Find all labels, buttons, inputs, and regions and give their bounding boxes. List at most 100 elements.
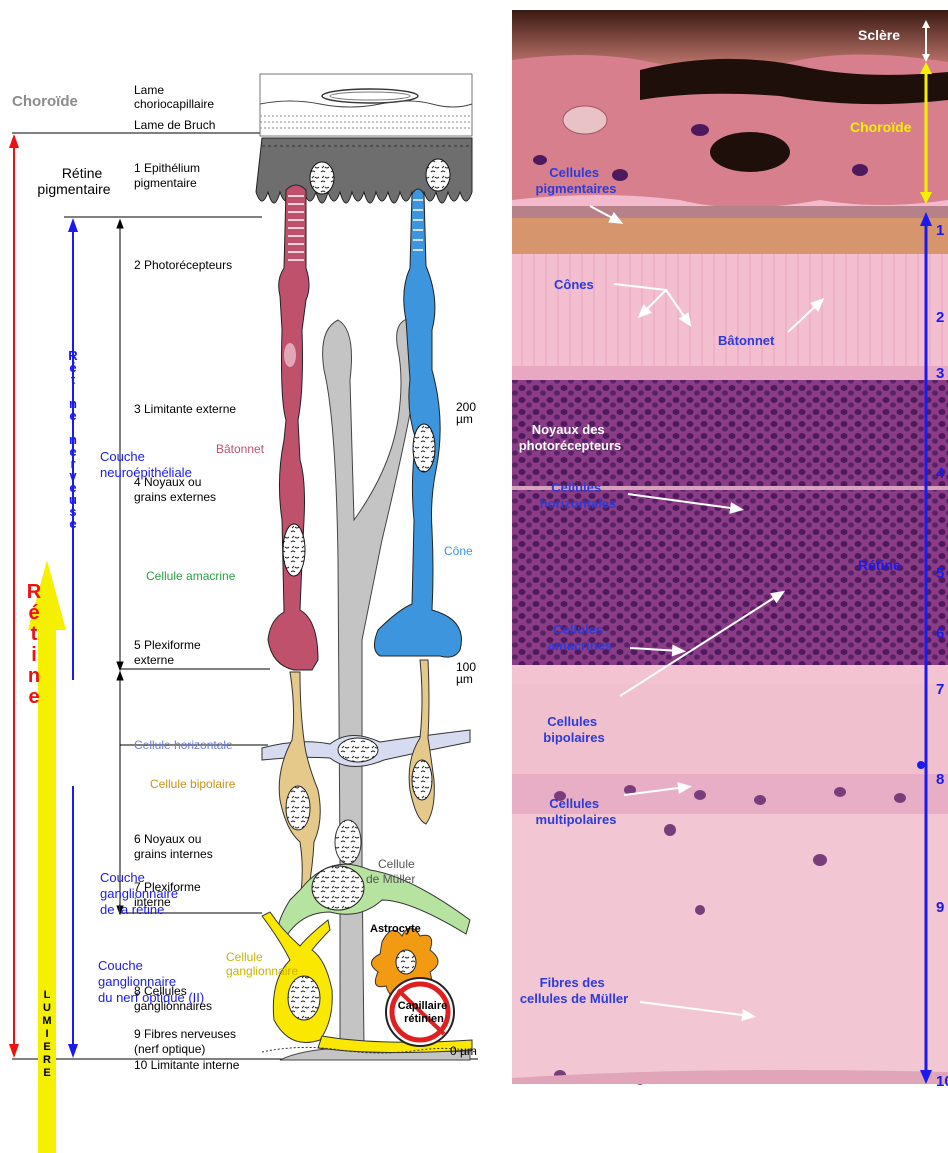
retine-red-char: i <box>31 644 37 666</box>
lc-line1: Lame <box>134 83 164 97</box>
cap-line1: Capillaire <box>398 1000 448 1012</box>
cn-line1: Couche <box>100 449 145 464</box>
bipolaire-label: Cellule bipolaire <box>150 777 236 791</box>
gang-line1: Cellule <box>226 950 263 964</box>
amacrines-label: Cellules amacrines <box>548 622 612 653</box>
scale-0: 0 µm <box>450 1044 477 1058</box>
muller-label: Cellule de Müller <box>366 857 418 886</box>
layer-3-label: 3 Limitante externe <box>134 402 236 416</box>
layer-brackets <box>117 220 123 914</box>
layer-2-label: 2 Photorécepteurs <box>134 258 232 272</box>
retine-red-char: t <box>31 623 38 645</box>
l4-line2: grains externes <box>134 490 216 504</box>
noy-line1: Noyaux des <box>532 422 605 437</box>
lumiere-char: I <box>45 1028 48 1040</box>
retine-red-char: R <box>27 581 42 603</box>
retine-red-char: e <box>28 686 39 708</box>
scale-200: 200 µm <box>456 400 479 426</box>
layer-number: 10 <box>936 1073 948 1090</box>
pig-line1: Cellules <box>549 165 599 180</box>
hor-line2: horizontales <box>540 496 617 511</box>
hor-line1: Cellules <box>551 480 601 495</box>
bip-line2: bipolaires <box>543 730 604 745</box>
layer-number: 2 <box>936 309 944 326</box>
mul-line2: multipolaires <box>536 812 617 827</box>
layer-number: 8 <box>936 771 944 788</box>
retine-blue-char: e <box>69 516 76 531</box>
cap-line2: rétinien <box>404 1013 444 1025</box>
bip-line1: Cellules <box>547 714 597 729</box>
cone-label: Cône <box>444 544 473 558</box>
ama-line1: Cellules <box>553 622 603 637</box>
noy-line2: photorécepteurs <box>519 438 622 453</box>
l4-line1: 4 Noyaux ou <box>134 475 201 489</box>
layer-number: 5 <box>936 565 944 582</box>
lumiere-char: U <box>43 1002 51 1014</box>
ama-line2: amacrines <box>548 638 612 653</box>
capillary <box>386 978 454 1046</box>
astrocyte-label: Astrocyte <box>370 923 421 935</box>
scale-100: 100 µm <box>456 660 479 686</box>
lumiere-char: M <box>42 1015 51 1027</box>
layer-number: 9 <box>936 899 944 916</box>
muller-line2: de Müller <box>366 872 415 886</box>
lame-bruch-label: Lame de Bruch <box>134 118 215 132</box>
noyaux-label: Noyaux des photorécepteurs <box>519 422 622 453</box>
bipolaires-label: Cellules bipolaires <box>543 714 604 745</box>
batonnet-label-right: Bâtonnet <box>718 333 775 348</box>
l8-line2: ganglionnaires <box>134 999 212 1013</box>
layer-8-label: 8 Cellules ganglionnaires <box>134 984 212 1013</box>
layer-number: 1 <box>936 222 944 239</box>
layer-number: 7 <box>936 681 944 698</box>
layer-number: 3 <box>936 365 944 382</box>
batonnet-label: Bâtonnet <box>216 442 265 456</box>
choroide-label: Choroïde <box>12 93 78 110</box>
l9-line1: 9 Fibres nerveuses <box>134 1027 236 1041</box>
amacrine-label: Cellule amacrine <box>146 569 236 583</box>
mul-line1: Cellules <box>549 796 599 811</box>
layer-7-label: 7 Plexiforme interne <box>134 880 204 909</box>
l1-line2: pigmentaire <box>134 176 197 190</box>
s100-unit: µm <box>456 672 473 686</box>
lumiere-char: E <box>43 1041 50 1053</box>
horizontale-label: Cellule horizontale <box>134 738 233 752</box>
lc-line2: choriocapillaire <box>134 97 214 111</box>
fib-line1: Fibres des <box>540 975 605 990</box>
schematic-diagram: Choroïde Rétine pigmentaire Rétine Rétin… <box>9 74 479 1153</box>
layer-number: 4 <box>936 465 945 482</box>
l5-line1: 5 Plexiforme <box>134 638 201 652</box>
cone-cell <box>374 189 461 657</box>
l9-line2: (nerf optique) <box>134 1042 205 1056</box>
l6-line2: grains internes <box>134 847 213 861</box>
l8-line1: 8 Cellules <box>134 984 187 998</box>
capillaire-label: Capillaire rétinien <box>398 1000 451 1025</box>
retine-red-char: é <box>28 602 39 624</box>
choroide-label-right: Choroïde <box>850 119 912 135</box>
retine-red-char: n <box>28 665 40 687</box>
retine-red-arrow <box>9 134 19 1058</box>
cgn-line1: Couche <box>98 958 143 973</box>
retine-nerveuse-blue-arrow <box>68 218 78 1058</box>
pig-line2: pigmentaires <box>536 181 617 196</box>
layer-9-label: 9 Fibres nerveuses (nerf optique) <box>134 1027 239 1056</box>
layer-5-label: 5 Plexiforme externe <box>134 638 204 667</box>
l5-line2: externe <box>134 653 174 667</box>
sclere-label: Sclère <box>858 27 900 43</box>
lumiere-char: R <box>43 1054 51 1066</box>
muller-line1: Cellule <box>378 857 415 871</box>
lumiere-char: E <box>43 1067 50 1079</box>
s200-unit: µm <box>456 412 473 426</box>
cones-label: Cônes <box>554 277 594 292</box>
rp-line2: pigmentaire <box>37 181 110 197</box>
rod-cell <box>268 185 318 670</box>
l6-line1: 6 Noyaux ou <box>134 832 201 846</box>
layer-10-label: 10 Limitante interne <box>134 1058 240 1072</box>
layer-4-label: 4 Noyaux ou grains externes <box>134 475 216 504</box>
rp-line1: Rétine <box>62 165 103 181</box>
lumiere-char: L <box>44 989 51 1001</box>
l7-line1: 7 Plexiforme <box>134 880 201 894</box>
layer-number: 6 <box>936 625 944 642</box>
lame-chorio-label: Lame choriocapillaire <box>134 83 214 111</box>
